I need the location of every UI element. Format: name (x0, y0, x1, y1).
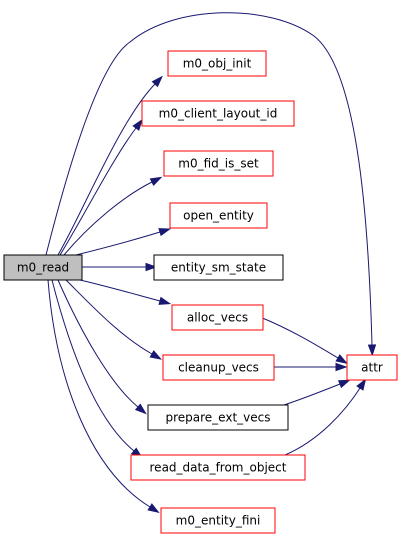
edge-arrowhead (134, 403, 147, 415)
edge-alloc_vecs-to-attr (259, 316, 348, 364)
node-attr[interactable]: attr (346, 354, 398, 381)
node-m0_entity_fini[interactable]: m0_entity_fini (160, 507, 276, 534)
edge-arrowhead (158, 296, 172, 305)
node-prepare_ext_vecs: prepare_ext_vecs (147, 404, 289, 431)
edge-arrowhead (337, 379, 351, 389)
node-m0_read: m0_read (3, 254, 83, 281)
edge-m0_read-to-prepare_ext_vecs (57, 279, 147, 415)
edge-line (59, 127, 137, 256)
edge-arrowhead (149, 176, 163, 186)
edge-arrowhead (145, 262, 158, 272)
edge-line (284, 387, 361, 456)
node-label: m0_obj_init (183, 57, 252, 71)
edge-line (47, 279, 151, 508)
node-label: cleanup_vecs (178, 361, 259, 375)
node-m0_fid_is_set[interactable]: m0_fid_is_set (163, 150, 274, 177)
edge-m0_read-to-read_data_from_object (51, 279, 143, 459)
edge-arrowhead (367, 344, 377, 357)
node-alloc_vecs[interactable]: alloc_vecs (171, 304, 264, 331)
node-box (153, 254, 284, 281)
function-nodes: m0_read m0_obj_init m0_client_layout_id m0_… (3, 50, 398, 534)
node-label: m0_read (17, 261, 69, 275)
edge-line (65, 279, 153, 355)
node-label: prepare_ext_vecs (165, 411, 270, 425)
edge-arrowhead (158, 228, 172, 237)
node-label: read_data_from_object (150, 461, 287, 475)
edge-line (45, 12, 373, 346)
node-box (141, 100, 295, 127)
edge-arrowhead (335, 362, 348, 372)
node-label: alloc_vecs (187, 311, 248, 325)
node-box (163, 150, 274, 177)
node-box (130, 454, 306, 481)
node-box (167, 50, 267, 77)
node-box (160, 507, 276, 534)
edge-m0_read-to-m0_obj_init (57, 75, 163, 256)
edge-arrowhead (132, 118, 143, 131)
node-entity_sm_state: entity_sm_state (153, 254, 284, 281)
node-box (346, 354, 398, 381)
edge-m0_read-to-m0_client_layout_id (59, 118, 143, 256)
edge-arrowhead (151, 75, 163, 88)
node-open_entity[interactable]: open_entity (169, 202, 268, 229)
node-box (147, 404, 289, 431)
edge-prepare_ext_vecs-to-attr (283, 379, 351, 406)
edge-arrowhead (147, 503, 160, 514)
call-edges (45, 12, 377, 514)
node-label: m0_client_layout_id (159, 107, 278, 121)
edge-line (51, 279, 135, 452)
edge-read_data_from_object-to-attr (284, 378, 367, 456)
edge-cleanup_vecs-to-attr (274, 362, 348, 372)
node-label: attr (361, 361, 383, 375)
edge-m0_read-to-open_entity (75, 228, 172, 256)
edge-line (75, 231, 161, 256)
node-m0_obj_init[interactable]: m0_obj_init (167, 50, 267, 77)
edge-m0_read-to-m0_fid_is_set (63, 176, 163, 256)
edge-m0_read-to-entity_sm_state (82, 262, 158, 272)
node-box (169, 202, 268, 229)
edge-m0_read-to-alloc_vecs (79, 279, 172, 305)
edge-line (259, 316, 339, 359)
edge-arrowhead (149, 350, 163, 360)
edge-line (57, 279, 139, 408)
edge-line (79, 279, 161, 302)
edge-m0_read-to-m0_entity_fini (47, 279, 160, 514)
node-cleanup_vecs[interactable]: cleanup_vecs (162, 354, 275, 381)
node-label: open_entity (183, 209, 254, 223)
node-read_data_from_object[interactable]: read_data_from_object (130, 454, 306, 481)
node-m0_client_layout_id[interactable]: m0_client_layout_id (141, 100, 295, 127)
edge-arrowhead (335, 354, 348, 364)
node-label: m0_entity_fini (176, 514, 261, 528)
edge-m0_read-to-cleanup_vecs (65, 279, 163, 360)
node-label: m0_fid_is_set (178, 157, 259, 171)
node-box (162, 354, 275, 381)
node-label: entity_sm_state (171, 261, 266, 275)
node-box (171, 304, 264, 331)
edge-line (283, 383, 341, 406)
edge-line (57, 83, 156, 256)
node-box (3, 254, 83, 281)
edge-m0_read-to-attr (45, 12, 377, 357)
edge-line (63, 181, 153, 256)
edge-arrowhead (356, 378, 367, 391)
